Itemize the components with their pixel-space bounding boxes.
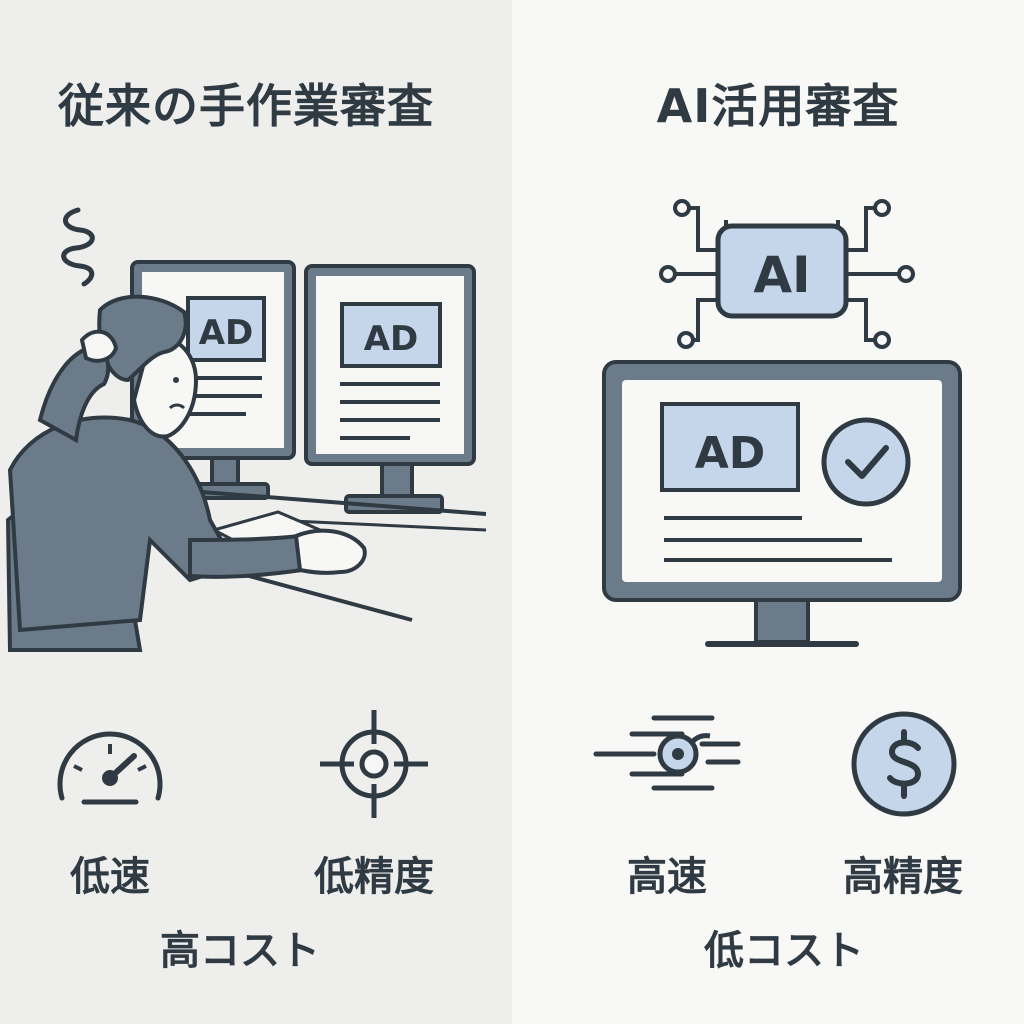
ai-monitor: AD (602, 360, 962, 647)
metric-accuracy-label: 低精度 (314, 854, 434, 900)
manual-review-panel: 従来の手作業審査 AD AD (0, 0, 512, 1024)
ai-chip-icon: AI (659, 199, 915, 349)
speedometer-icon (57, 731, 163, 805)
target-icon (320, 710, 428, 818)
monitor-1-ad-badge: AD (199, 313, 254, 353)
ai-review-panel: AI活用審査 AI (512, 0, 1024, 1024)
monitor-2-ad-badge: AD (364, 319, 419, 359)
ai-chip-label: AI (753, 246, 810, 304)
metric-speed-label: 高速 (627, 854, 707, 900)
desk-edge (149, 486, 487, 516)
manual-review-illustration: AD AD (5, 207, 487, 652)
manual-review-title: 従来の手作業審査 (58, 79, 434, 133)
stressed-person (7, 294, 367, 633)
metric-accuracy-label: 高精度 (843, 854, 963, 900)
monitor-2: AD (304, 264, 476, 514)
ai-monitor-ad-badge: AD (695, 428, 766, 479)
metric-speed-label: 低速 (70, 854, 150, 900)
ai-review-illustration: AI AD (602, 199, 962, 647)
cost-label: 高コスト (160, 928, 320, 974)
ai-review-title: AI活用審査 (656, 79, 900, 133)
checkmark-icon (821, 417, 911, 507)
stress-squiggle-icon (61, 207, 95, 287)
cost-label: 低コスト (704, 928, 864, 974)
speed-lines-icon (593, 715, 741, 791)
dollar-coin-icon (851, 711, 957, 817)
